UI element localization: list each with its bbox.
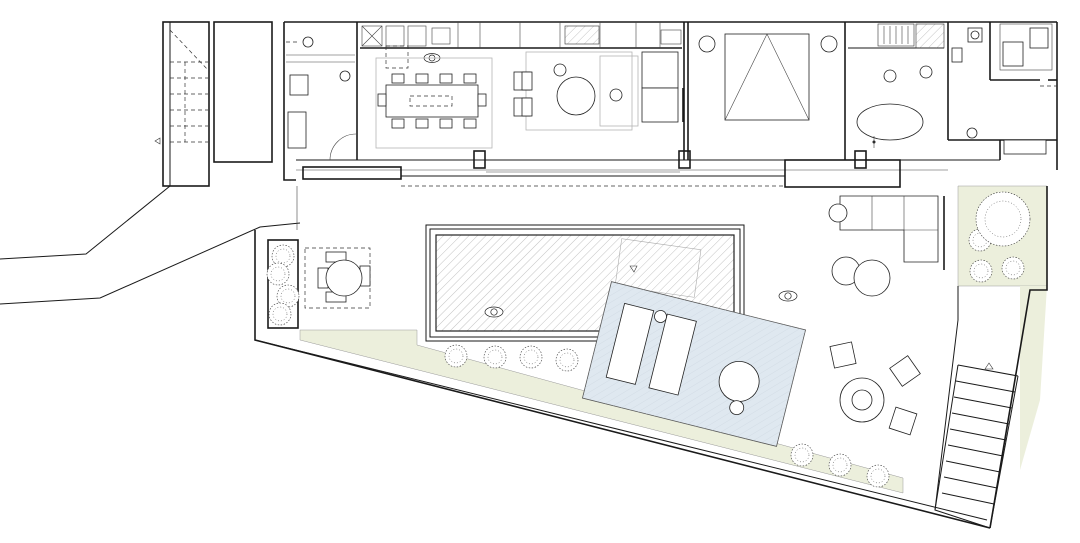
stair-direction-arrow-icon <box>629 265 638 273</box>
pool-deck <box>581 281 807 447</box>
sun-lounger <box>605 302 655 385</box>
person-icon <box>778 290 798 302</box>
sun-lounger <box>648 313 697 396</box>
bedroom <box>698 33 838 121</box>
stair-hall <box>154 21 273 187</box>
west-terrace <box>266 239 371 329</box>
kitchen <box>361 22 682 69</box>
dining-area <box>375 57 493 149</box>
stair-direction-arrow-icon <box>984 362 994 370</box>
east-stairs <box>934 362 1019 529</box>
stair-direction-arrow-icon <box>154 137 161 145</box>
shrub-icon <box>444 191 1031 488</box>
east-service-rooms <box>951 22 1057 160</box>
person-icon <box>484 306 504 318</box>
site-boundary <box>0 22 1048 529</box>
living-room <box>513 51 684 131</box>
east-lounge <box>778 195 945 436</box>
utility-room <box>286 36 357 161</box>
bathroom <box>848 23 945 148</box>
